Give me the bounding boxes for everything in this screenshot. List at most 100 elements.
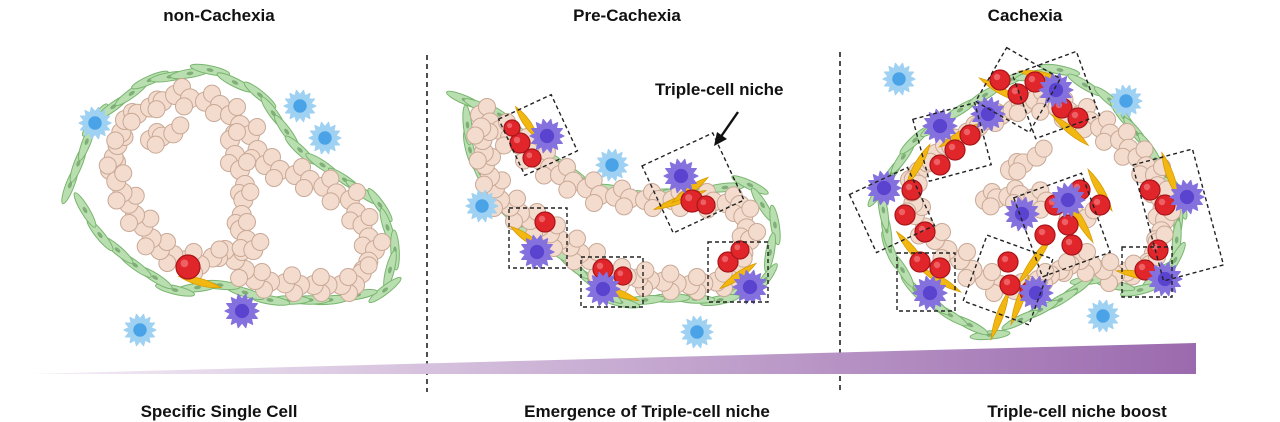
beige-cell [107,191,126,210]
red-cell [1007,83,1029,105]
purple-immune-cell [663,158,699,194]
green-cell-nucleus [388,266,392,274]
red-cell-highlight [1138,263,1146,271]
green-cell-nucleus [319,162,326,168]
blue-immune-cell [283,89,317,123]
red-cell-body [1067,107,1089,129]
blue-immune-cell [465,189,499,223]
red-cell-highlight [596,262,604,270]
beige-cell [311,268,330,286]
blue-immune-cell-core [133,323,147,337]
red-cell [901,179,923,201]
caption-emergence-triple-cell-niche: Emergence of Triple-cell niche [524,402,770,421]
blue-immune-cell [78,106,112,140]
red-cell [1139,179,1161,201]
beige-cell [933,223,951,241]
beige-cell [588,243,606,261]
red-cell [989,69,1011,91]
green-cell-nucleus [231,80,239,85]
green-cell-nucleus [721,185,729,190]
beige-cell [248,118,266,136]
red-cell [522,148,542,168]
red-cell-highlight [933,261,941,269]
red-cell [1067,107,1089,129]
beige-cell [957,269,976,287]
beige-cell [1034,139,1053,158]
green-cell-nucleus [1172,256,1178,264]
niche-box [641,132,745,234]
purple-immune-cell-core [932,118,948,134]
green-cell-nucleus [128,90,135,96]
green-cell-nucleus [760,201,765,209]
red-cell-highlight [1158,198,1166,206]
niche-box [508,207,568,269]
beige-cell [1095,132,1113,151]
niche-box [707,241,769,303]
purple-immune-cell-core [1179,189,1195,205]
beige-cell [958,243,976,261]
green-cell-nucleus [773,221,777,229]
red-cell [1057,214,1079,236]
red-cell [175,254,201,280]
green-cell-nucleus [912,137,918,143]
red-cell-body [989,69,1011,91]
green-cell-nucleus [194,285,201,290]
green-cell-nucleus [382,287,388,293]
green-cell-nucleus [465,121,470,129]
purple-immune-cell-core [595,281,611,297]
green-cell-nucleus [1136,288,1144,292]
blue-immune-cell-core [1096,309,1110,323]
beige-cell [558,180,577,199]
red-cell-body [534,211,556,233]
red-cell-highlight [180,259,189,268]
beige-cell [1008,104,1027,122]
purple-immune-cell-core [1014,206,1030,222]
red-cell-highlight [913,255,921,263]
beige-cell [1008,162,1027,181]
green-cell-nucleus [67,181,73,189]
beige-cell-layer [98,78,1181,302]
green-cell [1001,309,1039,331]
red-cell-body [730,240,750,260]
beige-cell [1058,253,1076,271]
green-cell-nucleus [966,322,974,328]
red-cell-body [696,195,716,215]
purple-immune-cell-core [1060,192,1076,208]
niche-box [497,93,579,177]
red-cell-body [1034,224,1056,246]
blue-immune-cell-core [293,99,307,113]
red-cell-body [894,204,916,226]
green-cell-nucleus [84,138,89,145]
blue-immune-cell-core [318,131,332,145]
beige-cell [981,197,1000,216]
beige-cell [171,116,190,135]
green-cell-nucleus [768,249,772,256]
red-cell-highlight [948,143,956,151]
red-cell-highlight [1071,111,1079,119]
yellow-cell-body [1010,274,1030,326]
beige-cell [210,240,229,259]
purple-immune-cell [732,269,768,305]
green-cell-nucleus [1016,317,1024,323]
green-cell [383,250,397,290]
red-cell-body [175,254,201,280]
green-cell-nucleus [241,290,249,295]
panel-title-cachexia: Cachexia [987,6,1063,25]
green-cell-nucleus [1056,68,1064,72]
beige-cell [983,263,1001,281]
red-cell [1089,194,1111,216]
yellow-cell-body [905,142,931,188]
blue-immune-cell-core [88,116,102,130]
caption-specific-single-cell: Specific Single Cell [140,402,298,421]
green-cell-nucleus [377,201,383,209]
red-cell-highlight [1093,198,1101,206]
beige-cell [106,131,125,150]
green-cell-nucleus [956,107,964,113]
beige-cell [238,153,256,171]
blue-immune-cell-core [1119,94,1133,108]
green-cell-nucleus [881,206,886,214]
purple-immune-cell-core [980,106,996,122]
yellow-fibroblast-cell [905,142,931,188]
red-cell-body [1061,234,1083,256]
red-cell [717,251,739,273]
